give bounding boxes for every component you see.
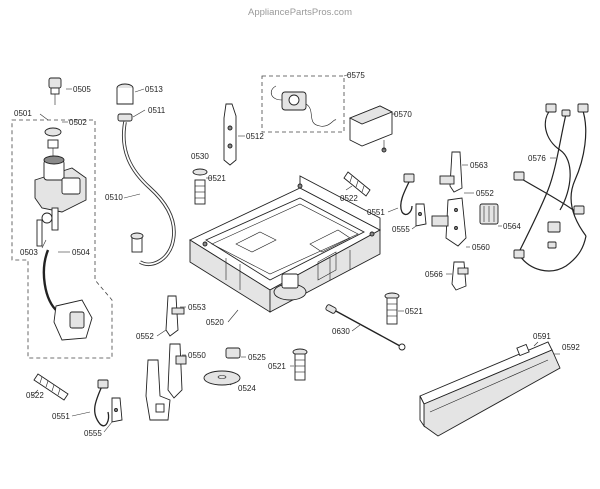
callout-0591: 0591 [533,332,551,341]
callout-0521-c: 0521 [268,362,286,371]
part-0555-a[interactable] [111,397,123,423]
callout-0576: 0576 [528,154,546,163]
part-0525[interactable] [225,347,241,359]
callout-0551-a: 0551 [52,412,70,421]
callout-0555-b: 0555 [392,225,410,234]
callout-0564: 0564 [503,222,521,231]
callout-0524: 0524 [238,384,256,393]
part-0512[interactable] [223,103,237,166]
callout-0521-b: 0521 [405,307,423,316]
part-0510-hose[interactable] [122,121,176,267]
part-0503[interactable] [34,155,87,247]
part-0630[interactable] [325,304,406,351]
callout-0513: 0513 [145,85,163,94]
callout-0566: 0566 [425,270,443,279]
callout-0570: 0570 [394,110,412,119]
callout-0592: 0592 [562,343,580,352]
callout-0563: 0563 [470,161,488,170]
part-0522-b[interactable] [343,171,371,197]
part-0570[interactable] [348,105,394,153]
callout-0575: 0575 [347,71,365,80]
part-0521-foot-c[interactable] [292,348,308,381]
callout-0503: 0503 [20,248,38,257]
callout-0525: 0525 [248,353,266,362]
callout-0630-b: 0630 [332,327,350,336]
callout-0522-a: 0522 [26,391,44,400]
callout-0551-b: 0551 [367,208,385,217]
part-0566[interactable] [451,261,469,291]
callout-0552-a: 0552 [136,332,154,341]
callout-0520: 0520 [206,318,224,327]
part-0513[interactable] [116,83,134,105]
part-0520-base[interactable] [189,175,381,313]
part-0521-foot-b[interactable] [384,292,400,325]
part-0505[interactable] [48,77,62,105]
part-0504[interactable] [42,249,93,341]
part-0522-a[interactable] [33,373,69,401]
callout-0555-a: 0555 [84,429,102,438]
part-0521-foot-a[interactable] [194,179,206,205]
part-0511[interactable] [117,113,133,122]
dashed-box-0575 [261,75,345,133]
callout-0510: 0510 [105,193,123,202]
callout-0501: 0501 [14,109,32,118]
callout-0550: 0550 [188,351,206,360]
callout-0512: 0512 [246,132,264,141]
callout-0504: 0504 [72,248,90,257]
part-0564[interactable] [479,203,499,225]
part-0560[interactable] [431,197,467,247]
callout-0521-a: 0521 [208,174,226,183]
watermark: AppliancePartsPros.com [248,7,352,18]
callout-0505: 0505 [73,85,91,94]
dashed-boundary [11,119,113,359]
callout-0553: 0553 [188,303,206,312]
callout-0511: 0511 [148,106,166,115]
callout-0552-b: 0552 [476,189,494,198]
part-0530[interactable] [192,168,208,176]
callout-0530: 0530 [191,152,209,161]
part-0591-0592-panel[interactable] [419,341,561,437]
part-0555-b[interactable] [415,203,427,227]
part-0553[interactable] [165,295,185,337]
part-0502[interactable] [44,127,62,160]
part-0575[interactable] [270,85,337,127]
part-0501-group [11,77,113,359]
part-0563[interactable] [439,151,463,193]
part-0576[interactable] [513,103,589,272]
part-0550[interactable] [167,343,187,399]
part-0551-a[interactable] [94,379,110,427]
part-0551-b[interactable] [400,173,415,216]
part-0524[interactable] [203,370,241,386]
callout-0522-b: 0522 [340,194,358,203]
part-0554[interactable] [145,359,171,421]
callout-0560: 0560 [472,243,490,252]
callout-labels: 0505 0501 0502 0503 0504 0513 0511 0510 … [14,71,580,438]
callout-0502: 0502 [69,118,87,127]
